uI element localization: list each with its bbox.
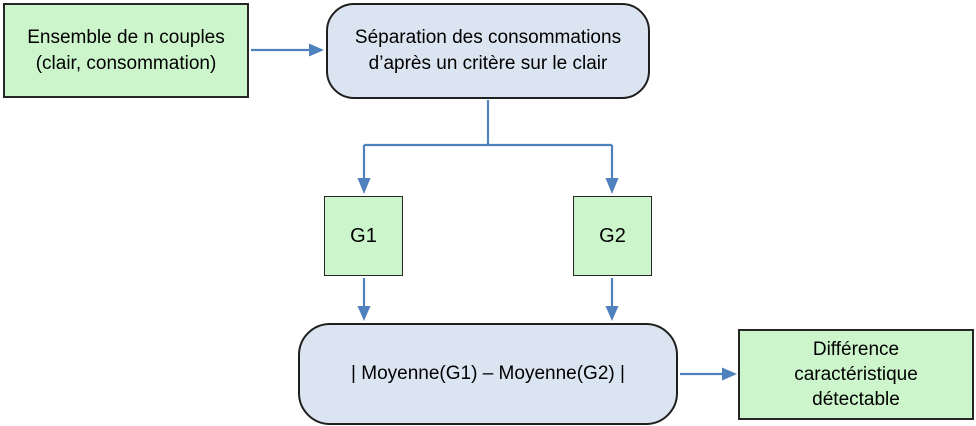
node-g2-label: G2 — [599, 225, 626, 247]
arrowhead-down-g1 — [357, 178, 371, 194]
node-difference-line3: détectable — [812, 389, 900, 410]
node-moyenne-label: | Moyenne(G1) – Moyenne(G2) | — [351, 363, 625, 384]
node-difference: Différence caractéristique détectable — [738, 329, 974, 420]
arrowhead-down-moyenne-left — [357, 306, 371, 321]
node-separation: Séparation des consommations d’après un … — [326, 3, 650, 99]
node-difference-line1: Différence — [812, 339, 900, 360]
node-separation-line2: d’après un critère sur le clair — [368, 53, 608, 74]
node-g1-label: G1 — [350, 225, 377, 247]
arrowhead-down-moyenne-right — [605, 306, 619, 321]
node-ensemble-line2: (clair, consommation) — [35, 52, 217, 74]
arrowhead-right-1 — [309, 43, 324, 57]
arrow-split — [362, 100, 614, 178]
node-moyenne: | Moyenne(G1) – Moyenne(G2) | — [298, 323, 678, 425]
node-difference-line2: caractéristique — [794, 364, 918, 385]
arrow-groups-to-moyenne — [362, 278, 614, 306]
arrowhead-down-g2 — [605, 178, 619, 194]
arrowhead-right-2 — [722, 367, 737, 381]
node-separation-line1: Séparation des consommations — [354, 27, 622, 48]
node-ensemble-line1: Ensemble de n couples — [27, 26, 225, 48]
node-g1: G1 — [324, 196, 403, 276]
node-g2: G2 — [573, 196, 652, 276]
node-ensemble: Ensemble de n couples (clair, consommati… — [3, 3, 249, 98]
